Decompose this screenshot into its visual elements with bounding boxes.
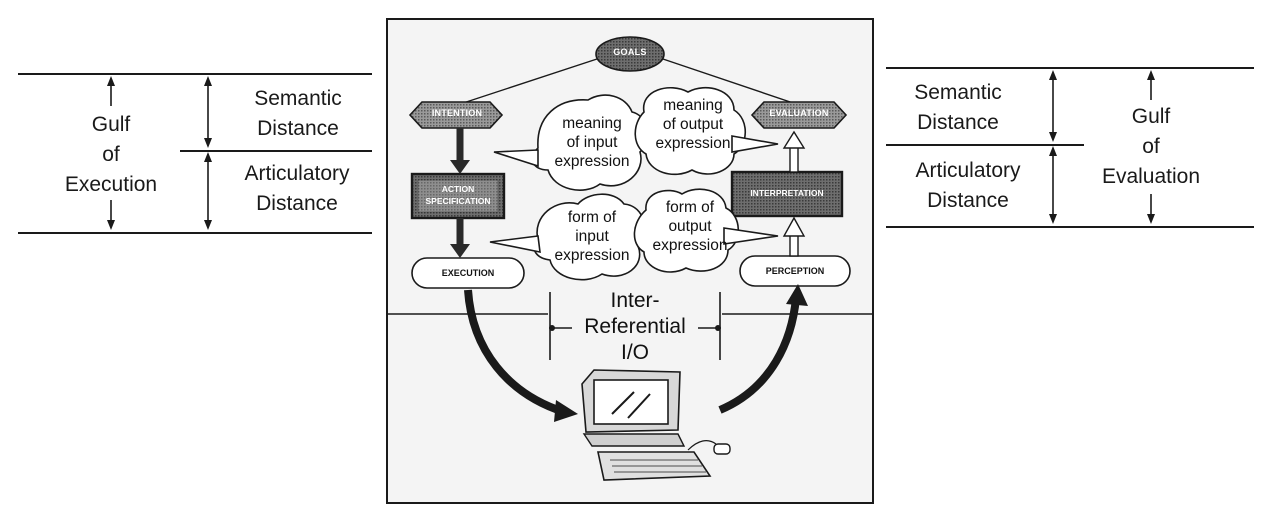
left-semantic-line-1: Semantic (254, 87, 342, 110)
goals-label: GOALS (613, 47, 647, 57)
interpretation-node (730, 170, 844, 218)
meaning-input-line-3: expression (554, 153, 630, 170)
form-output-line-2: output (668, 218, 712, 235)
meaning-output-line-1: meaning (663, 97, 723, 114)
bubble-form-output (633, 188, 779, 273)
execution-curve-arrow (464, 289, 566, 416)
bubble-meaning-input (493, 94, 648, 191)
form-input-line-2: input (575, 228, 609, 245)
inter-referential-line-2: Referential (584, 315, 686, 338)
meaning-input-line-2: of input (566, 134, 618, 151)
action-specification-label: ACTION SPECIFICATION (412, 183, 504, 207)
form-output-line-1: form of (665, 199, 715, 216)
right-articulatory-label: Articulatory Distance (886, 156, 1050, 216)
form-output-text: form of output expression (638, 198, 742, 255)
inter-referential-line-3: I/O (620, 341, 649, 364)
left-semantic-label: Semantic Distance (218, 84, 378, 144)
evaluation-node (750, 101, 848, 129)
left-semantic-line-2: Distance (257, 117, 339, 140)
left-articulatory-line-2: Distance (256, 192, 338, 215)
meaning-output-line-2: of output (662, 116, 724, 133)
intention-node (408, 101, 504, 129)
action-spec-line-2: SPECIFICATION (425, 196, 491, 206)
left-top-rule (18, 73, 372, 75)
right-bottom-rule (886, 226, 1254, 228)
right-semantic-line-1: Semantic (914, 81, 1002, 104)
left-bottom-rule (18, 232, 372, 234)
perception-label: PERCEPTION (765, 266, 825, 276)
action-spec-line-1: ACTION (441, 184, 475, 194)
right-gulf-line-1: Gulf (1131, 105, 1171, 128)
left-articulatory-label: Articulatory Distance (212, 159, 382, 219)
inter-referential-line-1: Inter- (610, 289, 660, 312)
left-gulf-line-1: Gulf (91, 113, 131, 136)
right-articulatory-line-1: Articulatory (915, 159, 1021, 182)
left-gulf-line-2: of (102, 143, 120, 166)
meaning-output-line-3: expression (655, 135, 731, 152)
meaning-output-text: meaning of output expression (640, 96, 746, 153)
goals-node (595, 36, 665, 72)
right-mid-rule (886, 144, 1084, 146)
panel-graphics (388, 36, 872, 481)
right-gulf-label: Gulf of Evaluation (1086, 102, 1216, 192)
right-top-rule (886, 67, 1254, 69)
bubble-meaning-output (634, 86, 779, 176)
action-specification-node (410, 172, 506, 220)
right-arrows (1049, 70, 1155, 224)
perception-curve-arrow (718, 297, 800, 414)
inter-referential-io-label: Inter- Referential I/O (568, 288, 702, 366)
intention-label: INTENTION (431, 108, 483, 118)
left-articulatory-line-1: Articulatory (244, 162, 350, 185)
right-semantic-label: Semantic Distance (888, 78, 1028, 138)
interaction-diagram-panel: GOALS INTENTION EVALUATION ACTION SPECIF… (386, 18, 874, 504)
form-input-text: form of input expression (540, 208, 644, 265)
right-gulf-line-3: Evaluation (1101, 165, 1201, 188)
computer-illustration (581, 369, 731, 481)
right-semantic-line-2: Distance (917, 111, 999, 134)
left-gulf-line-3: Execution (64, 173, 158, 196)
form-input-line-3: expression (554, 247, 630, 264)
meaning-input-line-1: meaning (562, 115, 622, 132)
execution-node (411, 257, 525, 289)
left-gulf-label: Gulf of Execution (50, 110, 172, 200)
execution-label: EXECUTION (441, 268, 495, 278)
form-input-line-1: form of (567, 209, 617, 226)
right-gulf-line-2: of (1142, 135, 1160, 158)
left-arrows (107, 76, 212, 230)
meaning-input-text: meaning of input expression (540, 114, 644, 171)
bubble-form-input (489, 193, 646, 281)
evaluation-label: EVALUATION (769, 108, 829, 118)
right-articulatory-line-2: Distance (927, 189, 1009, 212)
left-mid-rule (180, 150, 372, 152)
form-output-line-3: expression (652, 237, 728, 254)
interpretation-label: INTERPRETATION (750, 188, 824, 198)
